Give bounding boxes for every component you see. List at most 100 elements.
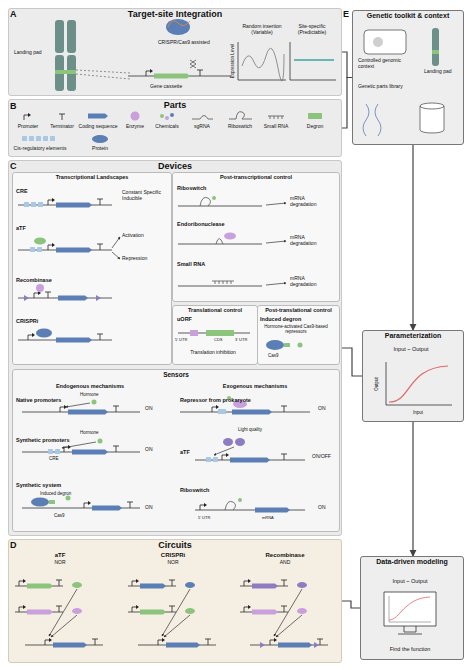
glyph	[165, 116, 169, 120]
glyph	[55, 70, 76, 74]
part-label: Small RNA	[177, 261, 205, 267]
glyph	[56, 580, 62, 586]
part-label: CRISPRi	[161, 552, 185, 559]
glyph	[386, 362, 452, 405]
glyph	[206, 330, 234, 336]
part-label: Riboswitch	[228, 124, 252, 130]
glyph	[266, 340, 284, 350]
part-label: mRNA degradation	[290, 235, 330, 247]
glyph	[238, 498, 242, 502]
part-label: Light quality	[238, 427, 262, 432]
part-label: Site-specific (Predictable)	[287, 24, 337, 36]
glyph	[19, 607, 23, 612]
glyph	[76, 70, 130, 79]
glyph	[158, 640, 162, 645]
panel-fill	[257, 305, 340, 365]
panel-fill	[362, 330, 464, 422]
glyph	[213, 457, 218, 462]
part-label: mRNA degradation	[290, 196, 330, 208]
glyph	[244, 607, 248, 612]
glyph	[92, 639, 98, 645]
glyph	[96, 295, 101, 301]
glyph	[132, 581, 136, 586]
panel-box: Transcriptional Landscapes	[12, 172, 172, 365]
glyph	[37, 247, 42, 252]
glyph	[22, 136, 27, 141]
glyph	[276, 615, 302, 637]
glyph	[154, 74, 190, 79]
part-label: NOR	[167, 560, 178, 566]
part-label: sgRNA	[194, 124, 210, 130]
glyph	[281, 406, 287, 412]
glyph	[178, 286, 262, 287]
part-label: Recombinase	[265, 552, 304, 559]
glyph	[88, 501, 91, 505]
glyph	[290, 42, 336, 80]
part-label: Synthetic system	[16, 482, 61, 488]
glyph	[274, 638, 277, 642]
part-label: 3' UTR	[235, 338, 247, 343]
glyph	[166, 19, 190, 35]
glyph	[59, 114, 65, 120]
part-label: Translation inhibition	[174, 350, 252, 356]
part-label: NOR	[54, 560, 65, 566]
panel-fill	[12, 172, 172, 365]
part-label: mRNA degradation	[290, 276, 330, 288]
glyph	[60, 407, 64, 412]
glyph	[66, 403, 90, 407]
panel-fill	[8, 8, 342, 96]
glyph	[230, 458, 270, 463]
panel-title: Transcriptional Landscapes	[13, 173, 171, 180]
glyph	[248, 579, 251, 583]
glyph	[204, 503, 207, 507]
glyph	[294, 59, 334, 61]
glyph	[55, 449, 60, 454]
glyph	[252, 584, 278, 589]
part-label: Coding sequence	[79, 124, 118, 130]
panel-fill	[172, 305, 258, 365]
part-label: Controlled genomic context	[358, 58, 410, 70]
connector	[342, 348, 362, 376]
part-label: Constant Specific Inducible	[122, 190, 162, 202]
glyph	[364, 30, 406, 54]
glyph	[192, 116, 213, 120]
glyph	[218, 409, 226, 414]
panel-letter: C	[10, 161, 17, 171]
part-label: Input	[413, 410, 423, 415]
part-label: 5' UTR	[175, 338, 187, 343]
part-label: Endogenous mechanisms	[56, 383, 124, 389]
glyph	[50, 136, 55, 141]
glyph	[197, 70, 203, 76]
panel-box: Target-site Integration	[8, 8, 342, 96]
panel-fill	[360, 556, 464, 660]
panel-title: Devices	[9, 161, 341, 172]
glyph	[131, 112, 140, 121]
glyph	[363, 104, 381, 136]
glyph	[72, 450, 108, 455]
glyph	[389, 366, 448, 402]
glyph	[216, 405, 219, 409]
part-label: Hormone	[80, 430, 99, 435]
glyph	[24, 202, 29, 207]
part-label: Landing pad	[14, 50, 42, 56]
part-label: aTF	[55, 552, 66, 559]
glyph	[34, 238, 46, 245]
glyph	[27, 610, 53, 615]
glyph	[112, 237, 120, 248]
part-label: Repressor from prokaryote	[180, 397, 251, 403]
glyph	[281, 580, 287, 586]
glyph	[166, 643, 200, 648]
panel-letter: E	[343, 9, 349, 19]
glyph	[223, 438, 233, 446]
panel-title: Parameterization	[363, 331, 463, 340]
part-label: Landing pad	[424, 69, 452, 75]
glyph	[97, 244, 103, 250]
part-label: Protein	[92, 146, 108, 152]
glyph	[32, 333, 35, 337]
part-label: Input ~ Output	[392, 578, 427, 584]
glyph	[297, 582, 307, 588]
glyph	[389, 597, 430, 620]
connector	[342, 52, 352, 78]
glyph	[314, 642, 319, 648]
part-label: ON	[145, 447, 153, 453]
